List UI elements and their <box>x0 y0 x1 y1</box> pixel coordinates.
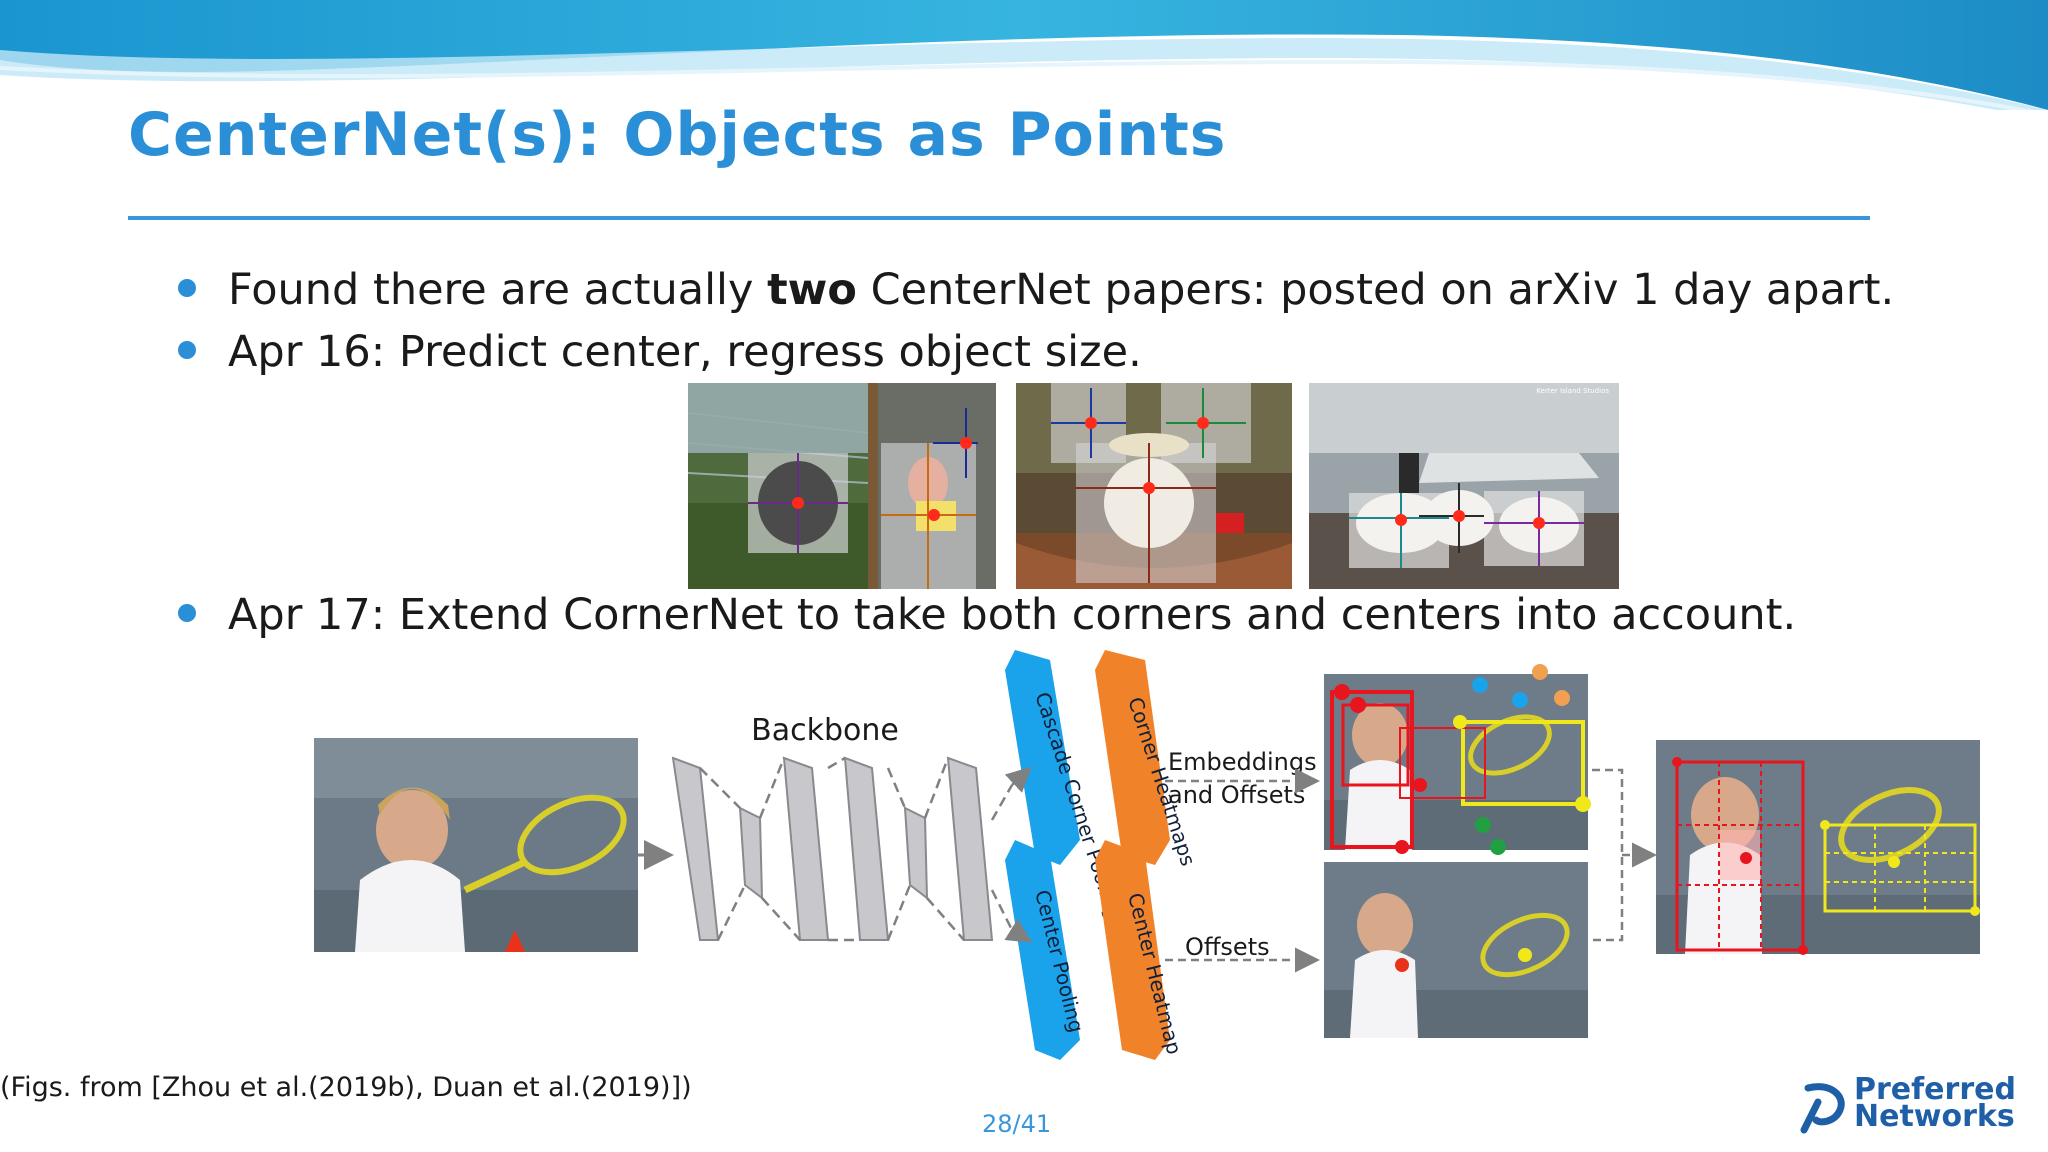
backbone-hourglass <box>671 756 994 941</box>
photo-watermark: Kerter Island Studios <box>1536 387 1609 395</box>
bullet-bold-text: two <box>767 265 857 315</box>
bullet-dot <box>178 279 196 297</box>
backbone-label: Backbone <box>751 713 899 748</box>
logo-line2: Networks <box>1854 1099 2015 1134</box>
architecture-diagram: Backbone Cascade Corner Pooling Corner H… <box>314 650 1980 1060</box>
bullet-text: CenterNet papers: posted on arXiv 1 day … <box>856 265 1895 315</box>
bullet-text: Found there are actually <box>228 265 768 315</box>
header-wave-banner <box>0 0 2048 110</box>
title-divider <box>128 216 1870 220</box>
offsets-sub-label: and Offsets <box>1168 781 1305 809</box>
slide-title: CenterNet(s): Objects as Points <box>128 100 1227 170</box>
center-pooling-module: Center Pooling <box>1005 840 1089 1060</box>
page-number: 28/41 <box>982 1110 1052 1138</box>
input-photo-tennis-girl <box>314 738 638 952</box>
corner-detection-result-photo <box>1324 664 1591 855</box>
center-heatmap-module: Center Heatmap <box>1095 840 1186 1060</box>
bullet-text: Apr 16: Predict center, regress object s… <box>228 327 1142 377</box>
figure-source-caption: (Figs. from [Zhou et al.(2019b), Duan et… <box>0 1072 692 1103</box>
bullet-text: Apr 17: Extend CornerNet to take both co… <box>228 590 1797 640</box>
example-photo-polar-bears: Kerter Island Studios <box>1309 383 1619 589</box>
preferred-networks-logo: Preferred Networks <box>1800 1075 2025 1136</box>
pfn-logo-icon <box>1800 1083 1845 1134</box>
logo-line1: Preferred <box>1854 1072 2016 1107</box>
bullet-dot <box>178 604 196 622</box>
bullet-dot <box>178 341 196 359</box>
example-photo-boat-vendor <box>1016 383 1292 589</box>
center-offsets-label: Offsets <box>1185 933 1270 961</box>
final-detection-output-photo <box>1656 740 1980 955</box>
embeddings-label: Embeddings <box>1168 748 1317 776</box>
center-keypoint-result-photo <box>1324 862 1588 1038</box>
example-photo-dog-child <box>688 383 996 589</box>
